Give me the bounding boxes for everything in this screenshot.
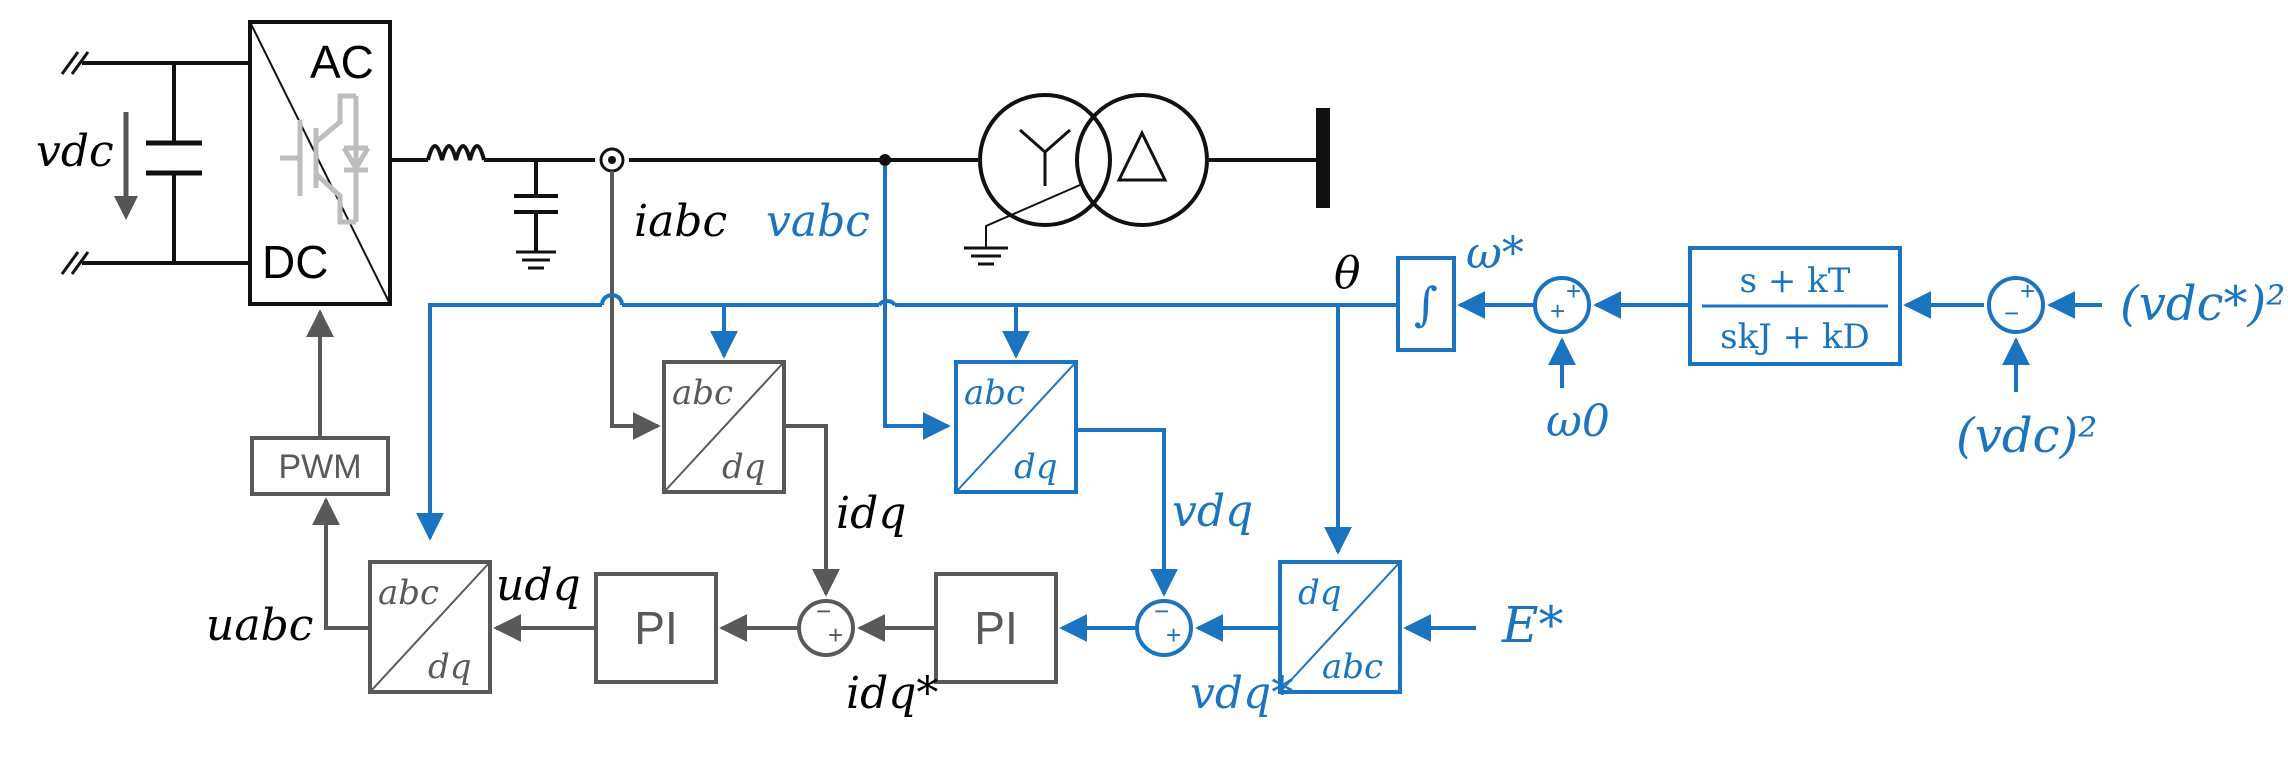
voltage-sum-plus: + bbox=[1166, 620, 1181, 650]
label-uabc: uabc bbox=[206, 600, 313, 651]
abc-dq-voltage-top: abc bbox=[964, 373, 1025, 413]
label-vdc-star-squared: (vdc*)² bbox=[2120, 276, 2285, 332]
omega-sum-junction: + + bbox=[1533, 276, 1591, 334]
omega-sum-plus-bottom: + bbox=[1550, 296, 1565, 326]
output-transform-bottom: dq bbox=[428, 647, 472, 687]
voltage-sum-junction: − + bbox=[1135, 596, 1193, 657]
current-sum-minus: − bbox=[816, 596, 831, 626]
dc-source-break-bottom bbox=[60, 251, 90, 275]
label-omega0: ω0 bbox=[1546, 396, 1610, 447]
label-vdq-star: vdq* bbox=[1190, 668, 1293, 719]
label-E-star: E* bbox=[1501, 596, 1564, 654]
vdc-sum-minus: − bbox=[2004, 298, 2019, 328]
label-theta: θ bbox=[1334, 248, 1361, 299]
dq-abc-top: dq bbox=[1298, 573, 1342, 613]
grid-bus-bar bbox=[1316, 108, 1330, 208]
omega-sum-plus-top: + bbox=[1566, 276, 1581, 306]
tf-denominator: skJ + kD bbox=[1720, 317, 1870, 357]
filter-capacitor bbox=[514, 160, 558, 270]
dc-link-capacitor bbox=[146, 63, 202, 263]
label-iabc: iabc bbox=[634, 196, 727, 247]
pi-voltage-block: PI bbox=[934, 572, 1058, 684]
current-sum-plus: + bbox=[828, 620, 843, 650]
pi-current-block: PI bbox=[594, 572, 718, 684]
dq-abc-block: dq abc bbox=[1278, 560, 1402, 694]
pi-voltage-label: PI bbox=[974, 602, 1017, 654]
voltage-measurement-node bbox=[879, 154, 891, 166]
integrator-block: ∫ bbox=[1396, 256, 1456, 352]
igbt-symbol bbox=[280, 93, 371, 225]
label-vdc-squared: (vdc)² bbox=[1956, 408, 2097, 464]
abc-dq-voltage-block: abc dq bbox=[954, 360, 1078, 494]
transformer bbox=[964, 93, 1209, 266]
vdc-sum-plus: + bbox=[2020, 276, 2035, 306]
label-idq: idq bbox=[836, 488, 906, 539]
pwm-block: PWM bbox=[250, 436, 390, 496]
converter-ac-label: AC bbox=[310, 36, 374, 88]
abc-dq-current-block: abc dq bbox=[662, 360, 786, 494]
integrator-symbol: ∫ bbox=[1414, 277, 1438, 331]
converter-dc-label: DC bbox=[262, 236, 328, 288]
current-sum-junction: − + bbox=[797, 596, 855, 657]
signal-labels: vdc iabc vabc θ ω* ω0 (vdc*)² (vdc)² idq… bbox=[36, 126, 2285, 719]
label-vdc: vdc bbox=[36, 126, 114, 177]
label-vdq: vdq bbox=[1172, 486, 1253, 537]
inner-current-loop: abc dq − + PI abc dq PWM bbox=[250, 171, 934, 694]
dq-abc-bottom: abc bbox=[1322, 647, 1383, 687]
transfer-function-block: s + kT skJ + kD bbox=[1688, 246, 1902, 366]
label-vabc: vabc bbox=[766, 196, 870, 247]
vdc-sum-junction: + − bbox=[1987, 276, 2045, 334]
label-udq: udq bbox=[496, 560, 581, 611]
output-transform-top: abc bbox=[378, 573, 439, 613]
label-omega-star: ω* bbox=[1466, 228, 1524, 279]
dc-source-break-top bbox=[60, 51, 90, 75]
power-circuit: AC DC bbox=[60, 20, 1330, 306]
abc-dq-current-bottom: dq bbox=[722, 447, 766, 487]
voltage-sum-minus: − bbox=[1154, 596, 1169, 626]
tf-numerator: s + kT bbox=[1740, 261, 1851, 301]
label-idq-star: idq* bbox=[846, 668, 938, 719]
abc-dq-voltage-bottom: dq bbox=[1014, 447, 1058, 487]
filter-inductor bbox=[426, 144, 486, 161]
pi-current-label: PI bbox=[634, 602, 677, 654]
vsm-control: abc dq − + PI dq abc ∫ bbox=[416, 166, 2102, 694]
converter-box: AC DC bbox=[248, 20, 392, 306]
abc-dq-current-top: abc bbox=[672, 373, 733, 413]
pwm-label: PWM bbox=[278, 448, 361, 486]
dq-abc-output-block: abc dq bbox=[368, 560, 492, 694]
